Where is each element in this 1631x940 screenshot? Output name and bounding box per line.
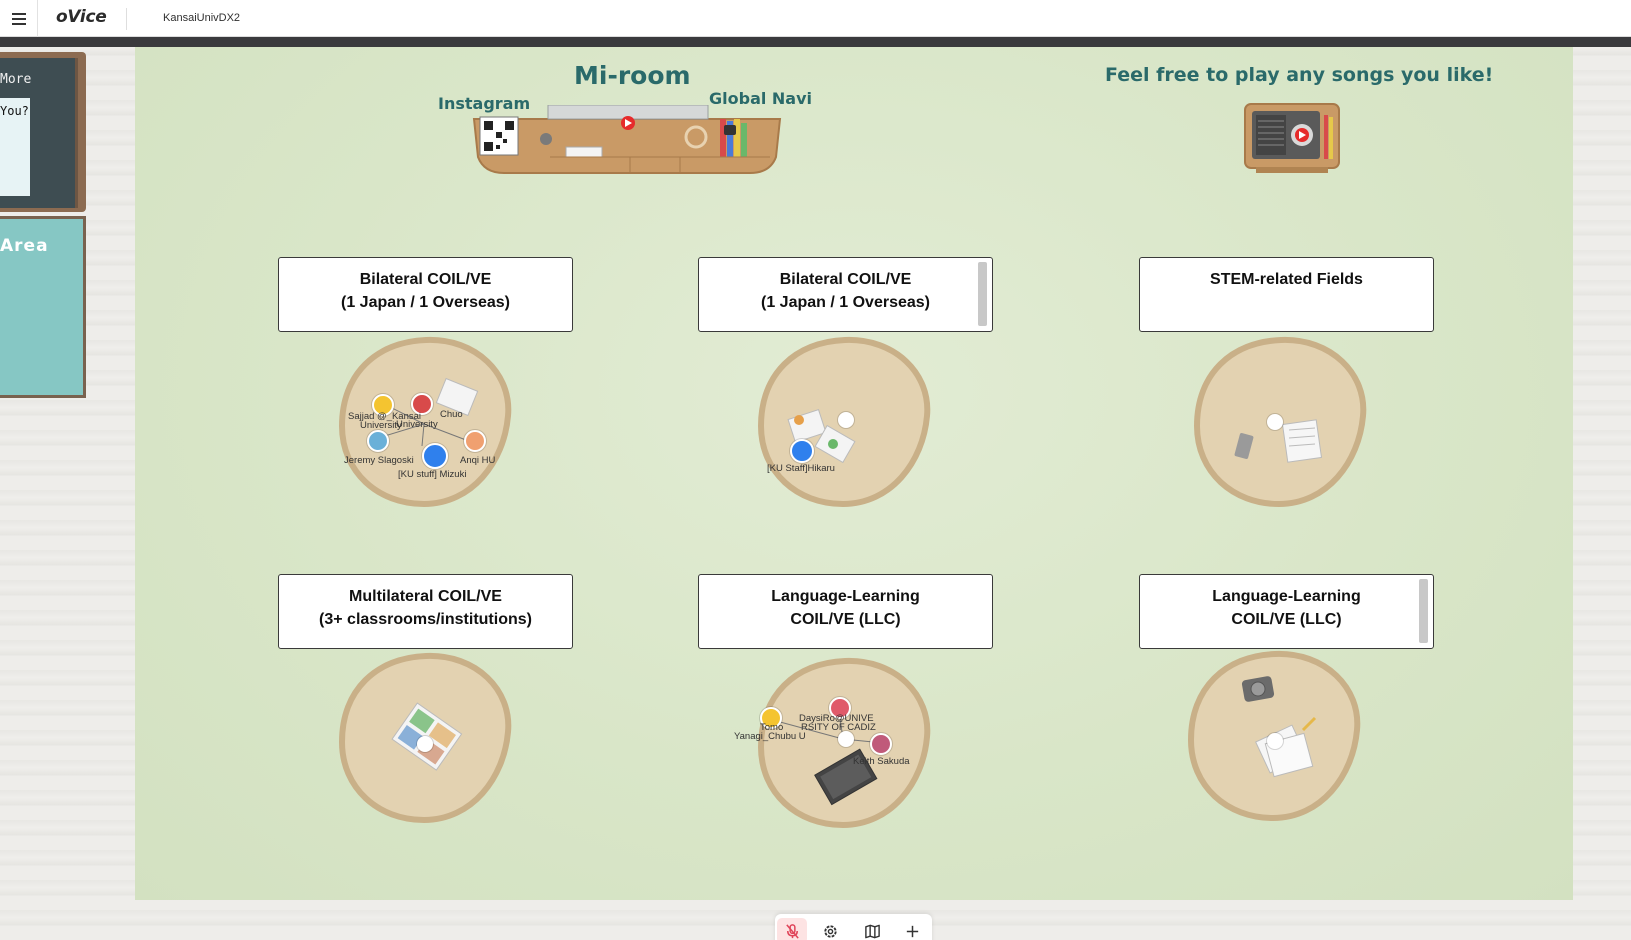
space-name: KansaiUnivDX2 xyxy=(163,12,241,24)
room-title: Mi-room xyxy=(574,61,691,90)
table-label-1[interactable]: Bilateral COIL/VE (1 Japan / 1 Overseas) xyxy=(278,257,573,332)
avatar[interactable] xyxy=(760,707,782,729)
avatar-info[interactable] xyxy=(422,443,448,469)
scrollbar[interactable] xyxy=(1419,579,1428,643)
table-label-line: (1 Japan / 1 Overseas) xyxy=(341,294,510,311)
global-navi-label: Global Navi xyxy=(709,89,813,108)
avatar-name: Tomo xyxy=(760,722,784,733)
board-text: More xyxy=(0,72,32,87)
scrollbar[interactable] xyxy=(978,262,987,326)
group-icon xyxy=(838,731,854,747)
instagram-label: Instagram xyxy=(438,94,531,113)
avatar-name: RSITY OF CADIZ xyxy=(801,722,876,733)
table-label-line: Language-Learning xyxy=(771,588,920,605)
avatar[interactable] xyxy=(870,733,892,755)
table-label-line: Language-Learning xyxy=(1212,588,1361,605)
table-label-line: STEM-related Fields xyxy=(1210,271,1363,288)
shelf-object[interactable] xyxy=(470,105,784,177)
table-label-4[interactable]: Multilateral COIL/VE (3+ classrooms/inst… xyxy=(278,574,573,649)
music-label: Feel free to play any songs you like! xyxy=(1105,64,1494,86)
settings-button[interactable] xyxy=(815,918,845,940)
hamburger-icon xyxy=(11,12,26,25)
avatar-name: Sajjad @_Kansai xyxy=(348,411,422,422)
menu-button[interactable] xyxy=(0,0,38,37)
group-icon xyxy=(838,412,854,428)
group-icon xyxy=(1267,414,1283,430)
avatar-name: Jeremy Slagoski xyxy=(344,455,414,466)
table-label-line: Bilateral COIL/VE xyxy=(359,271,492,288)
gear-icon xyxy=(823,924,837,938)
table-label-line: COIL/VE (LLC) xyxy=(790,611,901,628)
avatar-name: Yanagi_Chubu U xyxy=(734,731,806,742)
table-label-2[interactable]: Bilateral COIL/VE (1 Japan / 1 Overseas) xyxy=(698,257,993,332)
bottom-toolbar xyxy=(775,914,932,940)
group-icon xyxy=(417,736,433,752)
mic-toggle-button[interactable] xyxy=(777,918,807,940)
table-1[interactable] xyxy=(336,334,516,509)
add-button[interactable] xyxy=(897,918,927,940)
table-label-line: (3+ classrooms/institutions) xyxy=(319,611,532,628)
top-bar: oVice KansaiUnivDX2 xyxy=(0,0,1631,37)
avatar[interactable] xyxy=(411,393,433,415)
avatar-name: [KU stuff] Mizuki xyxy=(398,469,467,480)
table-label-line: (1 Japan / 1 Overseas) xyxy=(761,294,930,311)
avatar[interactable] xyxy=(829,697,851,719)
table-label-line: Multilateral COIL/VE xyxy=(349,588,502,605)
area-panel[interactable] xyxy=(0,216,86,398)
map-button[interactable] xyxy=(857,918,887,940)
group-icon xyxy=(1267,733,1283,749)
radio-object[interactable] xyxy=(1242,101,1342,175)
table-label-line: COIL/VE (LLC) xyxy=(1231,611,1342,628)
avatar[interactable] xyxy=(367,430,389,452)
avatar-name: [KU Staff]Hikaru xyxy=(767,463,835,474)
table-label-3[interactable]: STEM-related Fields xyxy=(1139,257,1434,332)
plus-icon xyxy=(906,925,918,937)
area-label: Area xyxy=(0,236,49,256)
mic-off-icon xyxy=(785,923,799,939)
table-label-5[interactable]: Language-Learning COIL/VE (LLC) xyxy=(698,574,993,649)
divider xyxy=(126,8,127,30)
avatar-name: Anqi HU xyxy=(460,455,496,466)
sticky-note[interactable] xyxy=(0,98,30,196)
table-label-6[interactable]: Language-Learning COIL/VE (LLC) xyxy=(1139,574,1434,649)
avatar-name: DaysiRo@UNIVE xyxy=(799,713,874,724)
table-label-line: Bilateral COIL/VE xyxy=(779,271,912,288)
header-strip xyxy=(0,37,1631,47)
avatar-info[interactable] xyxy=(790,439,814,463)
avatar-name: Keith Sakuda xyxy=(853,756,910,767)
avatar-name: University xyxy=(396,419,438,430)
avatar-name: University xyxy=(360,420,402,431)
map-icon xyxy=(864,924,880,938)
avatar[interactable] xyxy=(464,430,486,452)
avatar[interactable] xyxy=(372,394,394,416)
brand-logo: oVice xyxy=(56,7,107,27)
note-text: You? xyxy=(0,104,29,118)
avatar-name: Chuo xyxy=(440,409,463,420)
